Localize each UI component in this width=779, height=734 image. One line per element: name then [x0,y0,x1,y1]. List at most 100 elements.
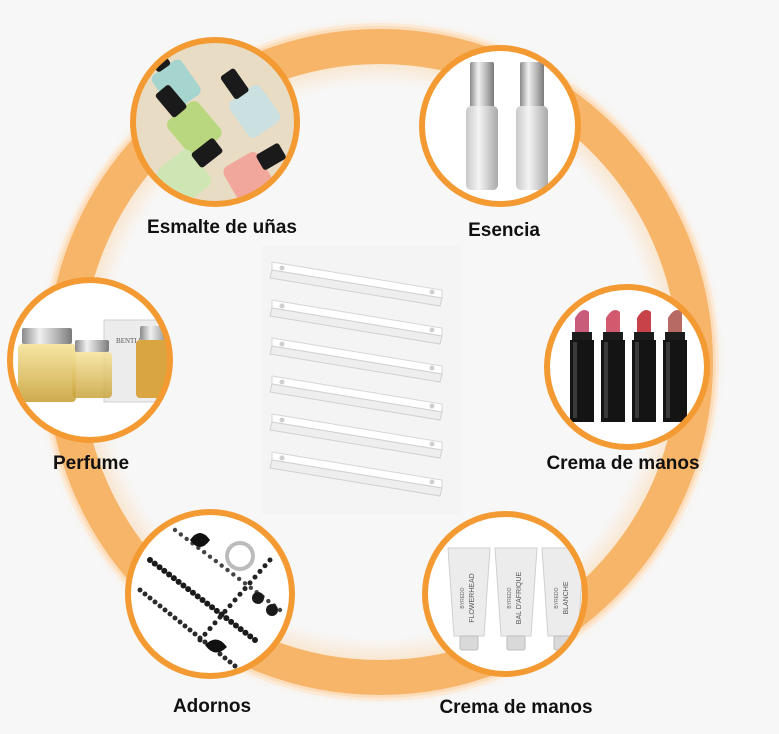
bead [262,563,268,569]
bead [252,637,258,643]
bead [248,585,254,590]
caption-lipstick: Crema de manos [546,453,700,474]
tube-brand: BYREDO [507,587,513,608]
perfume-circle: BENTLEY [7,277,173,443]
bead [202,631,208,637]
bead [209,604,216,611]
bead [242,586,248,592]
caption-nail-polish: Esmalte de uñas [147,217,297,238]
bead [232,597,238,603]
shelf [269,413,443,459]
bead [267,557,273,563]
bead [156,564,163,571]
bead [222,608,228,614]
bead [266,598,271,604]
bead [217,651,223,657]
bead [207,626,213,632]
bead [237,626,244,633]
bead [277,607,283,613]
shelf [269,375,443,421]
bead [182,623,188,629]
bead [167,611,173,617]
bead [162,607,168,613]
bead [147,595,153,601]
bead [232,622,239,629]
lipstick [632,310,656,422]
shelf [269,337,443,383]
bead [184,536,189,542]
bead [242,581,248,586]
bead [199,597,206,603]
bead [227,603,233,609]
bead [227,659,233,665]
tube-name: BAL D'AFRIQUE [516,571,523,624]
bead [147,557,153,563]
lipstick [663,310,687,422]
bead [172,615,178,621]
perfume-brand: BENTLEY [116,337,148,345]
bead [222,655,228,661]
bead [151,560,158,567]
bead [228,618,235,625]
caption-hand-cream: Crema de manos [439,697,593,718]
bead [247,633,254,640]
bead [207,554,213,559]
acrylic-shelves [262,245,462,515]
bead [201,550,207,555]
bead [202,639,208,645]
bead [247,580,253,586]
caption-essence: Esencia [468,220,540,241]
lipstick [570,310,594,422]
shelf [269,299,443,345]
caption-jewelry: Adornos [172,696,252,717]
bead [236,576,242,582]
lipstick-circle [544,284,710,450]
bead [197,637,203,643]
bead [212,620,218,626]
bead [192,631,198,637]
bead [225,567,230,573]
bead [170,575,177,582]
tube-brand: BYREDO [554,587,560,608]
bead [237,591,243,597]
bead [177,619,183,625]
bead [223,615,230,622]
shelf [269,451,443,497]
bead [180,582,187,589]
bead [172,527,178,533]
bead [142,591,148,597]
bead [189,589,196,596]
lipstick [601,310,625,422]
jewelry-circle [125,509,295,679]
bead [217,614,223,620]
bead [213,558,219,564]
essence-circle [419,45,581,207]
tube-name: FLOWERHEAD [469,573,476,622]
bead [242,629,249,636]
bead [166,571,173,578]
caption-perfume: Perfume [52,453,130,474]
tube-name: BLANCHE [563,581,570,614]
bead [152,599,158,605]
bead [213,607,220,614]
bead [232,663,238,669]
bead [175,578,182,585]
bead [204,600,211,607]
nail-polish-circle [130,37,300,207]
bead [257,568,263,574]
tube-brand: BYREDO [460,587,466,608]
bead [137,587,143,593]
bead [252,574,258,580]
bead [187,627,193,633]
bead [157,603,163,609]
bead [178,532,184,537]
bead [194,593,201,600]
bead [185,586,192,593]
bead [231,572,236,577]
shelf [269,261,443,307]
bead [219,563,224,568]
